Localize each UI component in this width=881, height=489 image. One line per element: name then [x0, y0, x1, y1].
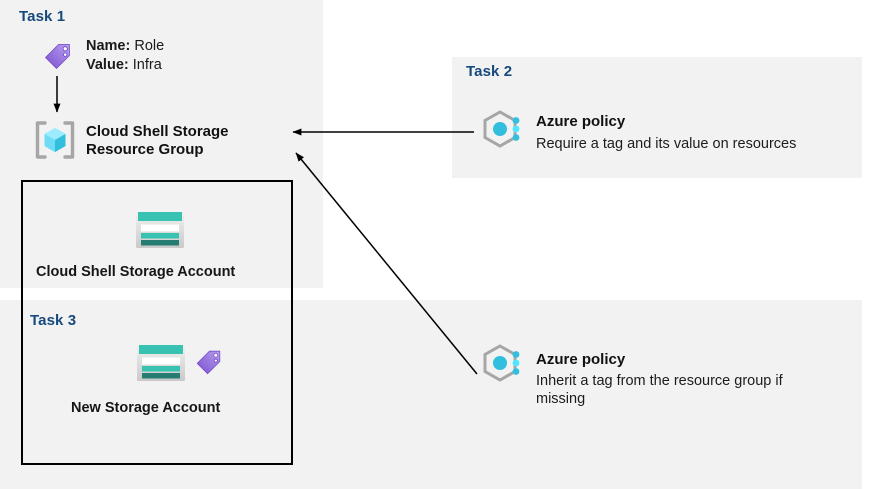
task3-label: Task 3 [30, 312, 77, 329]
new-storage-account-label: New Storage Account [71, 400, 221, 416]
task2-label: Task 2 [466, 63, 513, 80]
resource-group-title-line2: Resource Group [86, 141, 204, 158]
resource-group-title-line1: Cloud Shell Storage [86, 123, 229, 140]
tag-value-value: Infra [132, 57, 162, 73]
tag-name-key: Name: [86, 38, 131, 54]
task1-label: Task 1 [19, 8, 66, 25]
inherit-policy-description-line1: Inherit a tag from the resource group if [536, 373, 783, 389]
azure-policy-icon-task2 [478, 108, 530, 156]
azure-policy-icon-inherit [478, 342, 530, 390]
tag-icon [40, 38, 76, 74]
tag-value-key: Value: [86, 57, 129, 73]
task2-policy-title: Azure policy [536, 113, 626, 130]
resource-group-title: Cloud Shell Storage Resource Group [86, 123, 286, 159]
task2-policy-description: Require a tag and its value on resources [536, 136, 797, 152]
inherit-policy-description-line2: missing [536, 391, 586, 407]
tag-name-row: Name: Role [86, 37, 164, 56]
new-storage-account-icon [134, 340, 188, 384]
task2-panel [452, 57, 862, 178]
storage-account-icon [133, 207, 187, 251]
tag-value-row: Value: Infra [86, 56, 162, 75]
resource-group-icon [32, 118, 78, 162]
inherit-policy-title: Azure policy [536, 351, 626, 368]
tag-name-value: Role [134, 38, 165, 54]
inherit-policy-description: Inherit a tag from the resource group if… [536, 372, 866, 408]
resource-group-boundary-box [21, 180, 293, 465]
cloud-shell-storage-account-label: Cloud Shell Storage Account [36, 264, 236, 280]
new-storage-account-tag-icon [192, 345, 226, 379]
